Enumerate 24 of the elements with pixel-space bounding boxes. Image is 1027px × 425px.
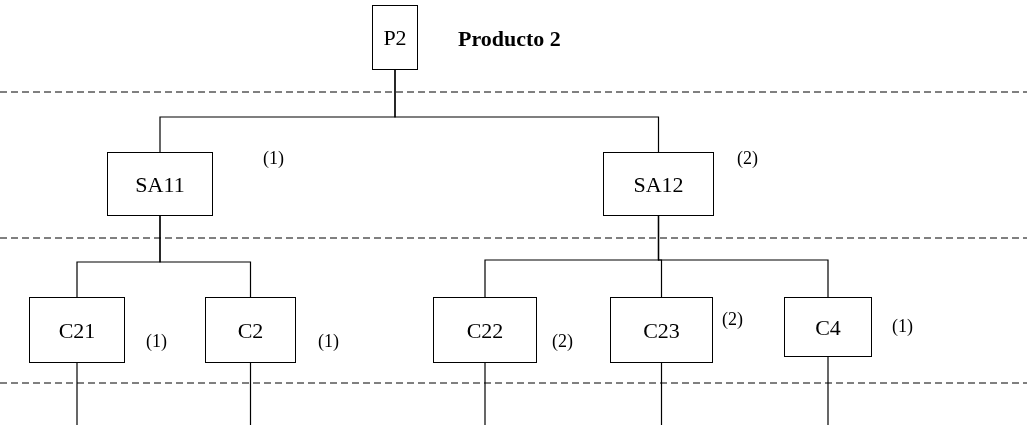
quantity-label: (1) bbox=[318, 330, 339, 353]
quantity-label: (2) bbox=[552, 330, 573, 353]
component-box: SA11 bbox=[107, 152, 213, 216]
connector-line bbox=[484, 362, 486, 425]
connector-line bbox=[827, 356, 829, 425]
component-box: C2 bbox=[205, 297, 296, 363]
quantity-label: (1) bbox=[146, 330, 167, 353]
connector-line bbox=[657, 215, 829, 298]
connector-line bbox=[159, 215, 252, 298]
connector-line bbox=[249, 362, 252, 425]
connector-line bbox=[660, 362, 663, 425]
quantity-label: (2) bbox=[737, 147, 758, 170]
component-box: C4 bbox=[784, 297, 872, 357]
quantity-label: (1) bbox=[263, 147, 284, 170]
component-box: C21 bbox=[29, 297, 125, 363]
product-name: Producto 2 bbox=[458, 25, 561, 53]
connector-line bbox=[394, 69, 660, 153]
quantity-label: (2) bbox=[722, 308, 743, 331]
connector-line bbox=[76, 362, 78, 425]
component-box: SA12 bbox=[603, 152, 714, 216]
quantity-label: (1) bbox=[892, 315, 913, 338]
component-box: C22 bbox=[433, 297, 537, 363]
component-box: P2 bbox=[372, 5, 418, 70]
component-box: C23 bbox=[610, 297, 713, 363]
